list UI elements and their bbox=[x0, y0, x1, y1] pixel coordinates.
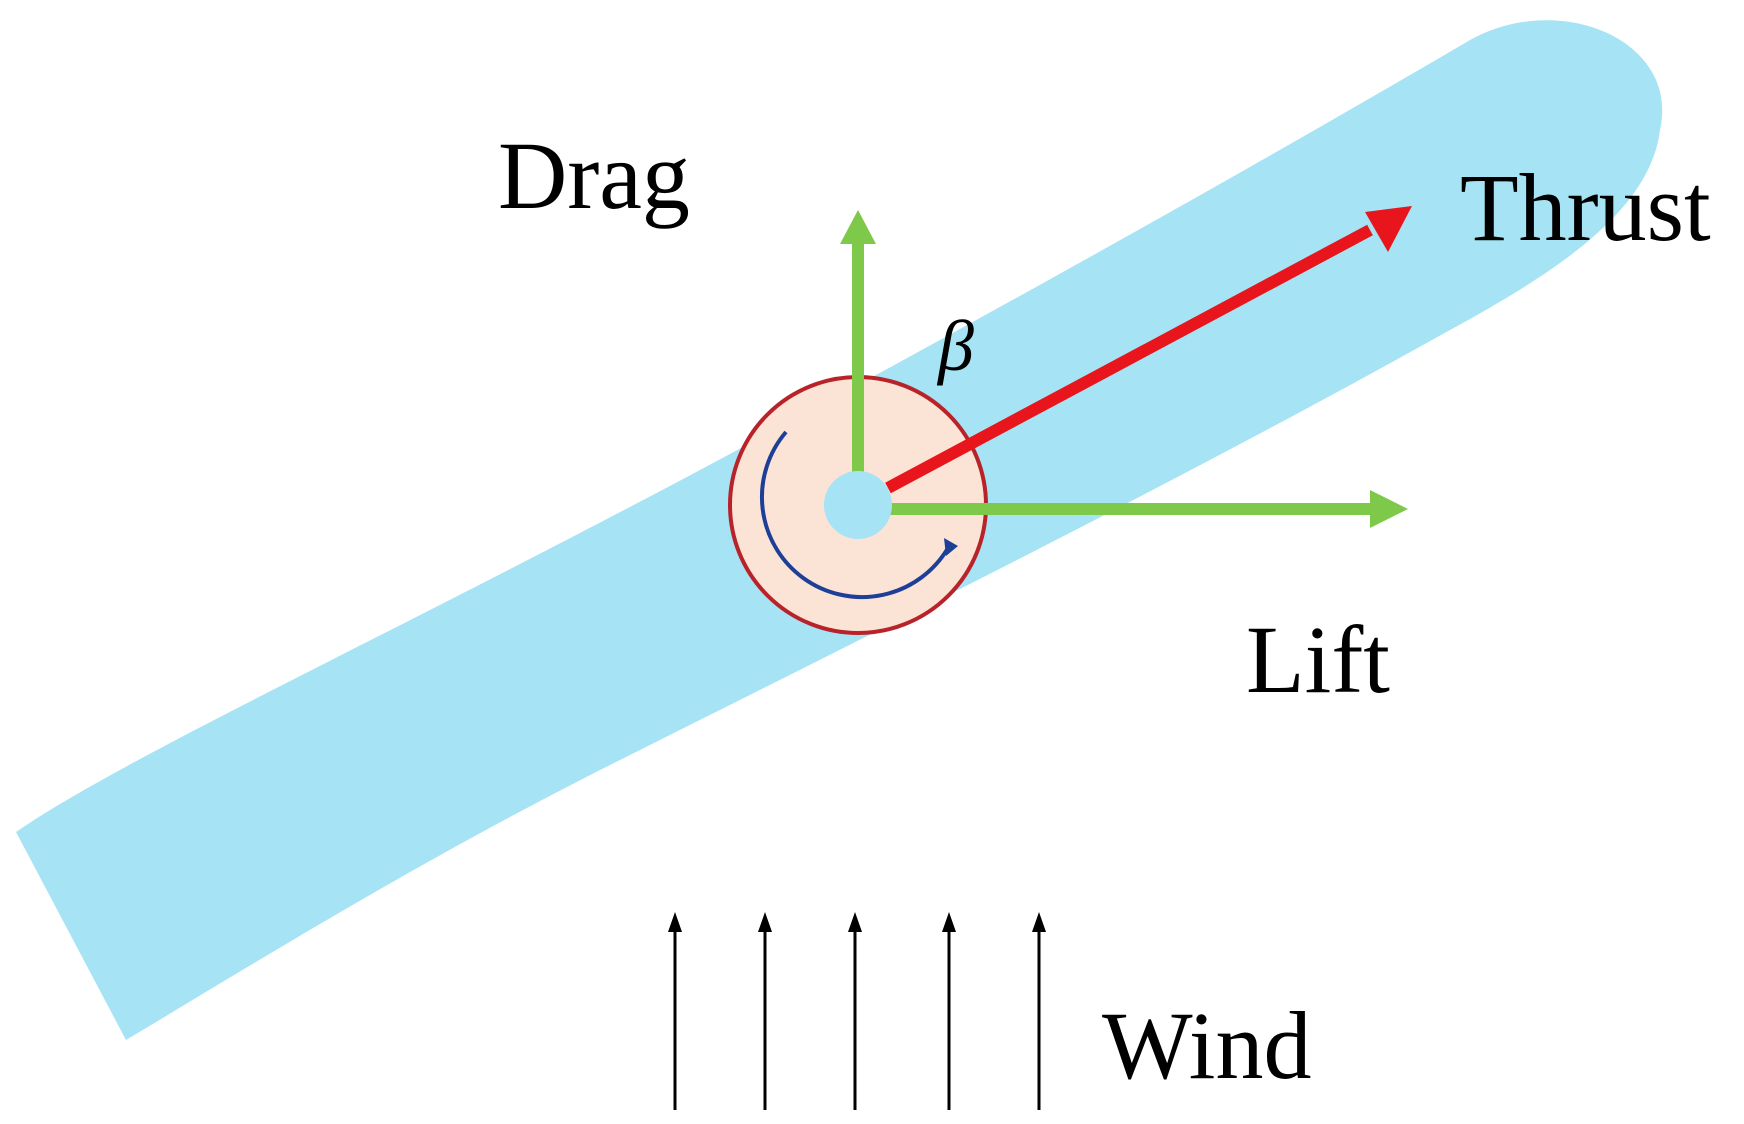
rotation-arrow-icon bbox=[760, 430, 950, 599]
thrust-arrowhead bbox=[1365, 206, 1412, 252]
wind-label: Wind bbox=[1102, 992, 1312, 1099]
lift-arrowhead bbox=[1370, 490, 1408, 528]
lift-label: Lift bbox=[1246, 606, 1390, 713]
thrust-arrow-shaft bbox=[885, 224, 1373, 494]
beta-angle-label: β bbox=[938, 306, 974, 386]
wind-arrows-icon bbox=[668, 912, 1046, 1110]
drag-label: Drag bbox=[498, 122, 690, 229]
drag-arrowhead bbox=[840, 210, 876, 244]
thrust-label: Thrust bbox=[1460, 154, 1711, 261]
rotation-arrowhead bbox=[944, 538, 958, 556]
hub-center bbox=[824, 471, 892, 539]
